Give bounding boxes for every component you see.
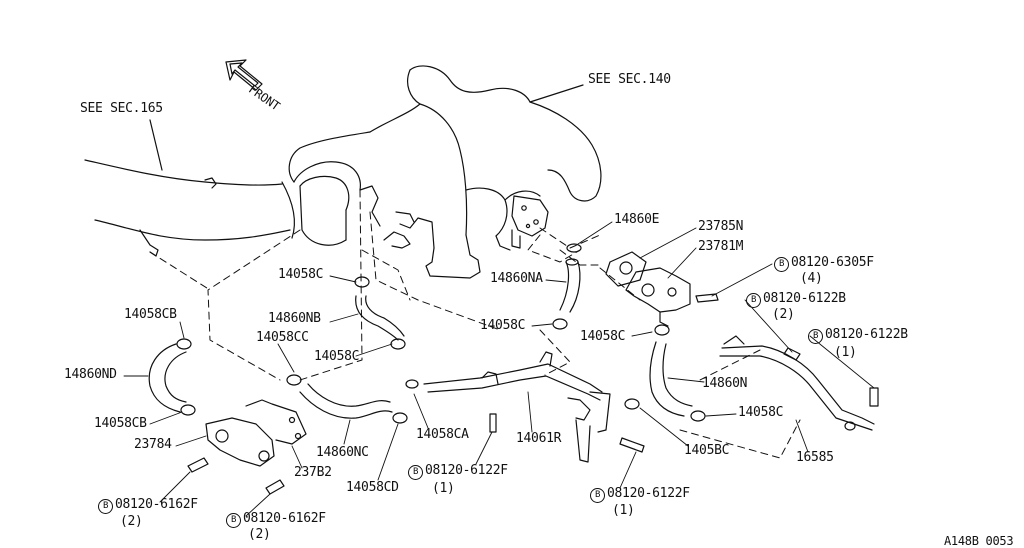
label-see-sec140: SEE SEC.140 [588,72,671,87]
label-bolt-7-qty: (2) [248,527,271,542]
label-part-14058C-b: 14058C [480,318,526,333]
label-part-14860E: 14860E [614,212,660,227]
front-arrow-icon [226,60,262,90]
intake-pipe-outline [85,160,294,256]
gasket-23785N [606,252,646,286]
bolt-symbol-b: B [746,293,761,308]
figure-code: A148B 0053 [944,534,1014,548]
label-part-23781M: 23781M [698,239,744,254]
leader-sec165 [150,120,162,170]
label-part-14061R: 14061R [516,431,562,446]
hose-14860NB [356,296,404,340]
label-part-23785N: 23785N [698,219,744,234]
pipe-16585 [720,336,874,430]
label-part-23782: 237B2 [294,465,332,480]
label-bolt-4-qty: (1) [432,481,455,496]
leader-lines [124,222,874,516]
label-part-14058C-d: 14058C [314,349,360,364]
clamps [177,244,705,423]
label-bolt-1-qty: (4) [800,271,823,286]
label-part-14058C-f: 1405BC [684,443,730,458]
label-part-14058CB-b: 14058CB [94,416,147,431]
hose-14860N [650,342,692,416]
label-bolt-6-qty: (2) [120,514,143,529]
pipe-14061R [424,352,610,462]
label-part-14058CA: 14058CA [416,427,469,442]
label-bolt-2-qty: (2) [772,307,795,322]
leader-sec140 [530,85,583,102]
hose-14860ND [149,344,186,412]
housing-23784 [206,400,306,466]
label-part-14860N: 14860N [702,376,748,391]
bolt-symbol-b: B [808,329,823,344]
label-part-14058C-c: 14058C [580,329,626,344]
label-part-14860NC: 14860NC [316,445,369,460]
bolt-symbol-b: B [98,499,113,514]
intake-manifold-outline [289,66,601,278]
label-part-14058CD: 14058CD [346,480,399,495]
label-part-16585: 16585 [796,450,834,465]
label-part-14058CC: 14058CC [256,330,309,345]
hose-14860NC [300,384,392,418]
label-bolt-3-qty: (1) [834,345,857,360]
label-bolt-5-qty: (1) [612,503,635,518]
label-see-sec165: SEE SEC.165 [80,101,163,116]
bolt-symbol-b: B [408,465,423,480]
bolt-symbol-b: B [226,513,241,528]
label-part-14058CB-a: 14058CB [124,307,177,322]
bolt-symbol-b: B [590,488,605,503]
label-part-14860NA: 14860NA [490,271,543,286]
water-outlet-23781M [626,268,690,326]
label-part-14058C-e: 14058C [738,405,784,420]
guide-lines [150,190,800,458]
bolt-symbol-b: B [774,257,789,272]
label-part-14860ND: 14860ND [64,367,117,382]
label-part-14058C-a: 14058C [278,267,324,282]
label-part-23784: 23784 [134,437,172,452]
hose-14860NA [560,259,580,312]
bolt-icons [188,294,878,494]
label-part-14860NB: 14860NB [268,311,321,326]
